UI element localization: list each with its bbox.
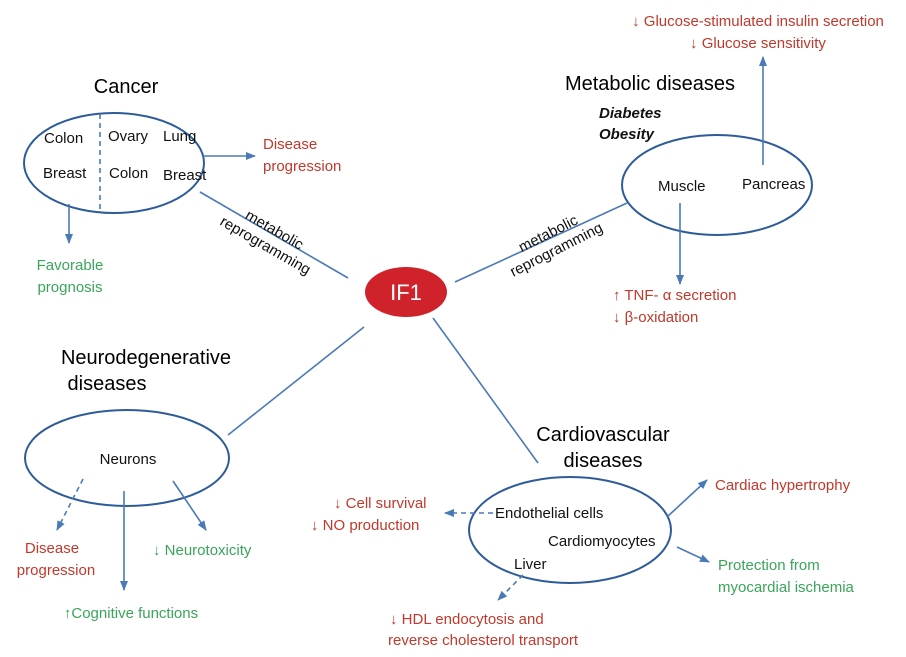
neuro-progression-line1: Disease [25,540,79,557]
cardio-tissue-cardiomyocytes: Cardiomyocytes [548,533,656,550]
pancreas-effect-2: ↓ Glucose sensitivity [690,35,826,52]
neuro-tissue-neurons: Neurons [100,451,157,468]
if1-node [365,267,447,317]
metabolic-subtype-diabetes: Diabetes [599,105,662,122]
cardiac-hypertrophy-arrow [666,479,708,518]
endothelial-effect-1: ↓ Cell survival [334,495,427,512]
metabolic-tissue-pancreas: Pancreas [742,176,805,193]
cardio-ellipse [468,476,672,584]
neuro-ellipse [24,409,230,507]
myocardial-protection-line1: Protection from [718,557,820,574]
cancer-ellipse [23,112,205,214]
cardio-title-line1: Cardiovascular [536,424,670,446]
neuro-progression-line2: progression [17,562,95,579]
cancer-tissue-breast-2: Breast [163,167,207,184]
left-connector-label: metabolic reprogramming [217,207,314,279]
neuro-connector-line [227,326,365,436]
cancer-connector-line [199,191,349,279]
metabolic-subtype-obesity: Obesity [599,126,655,143]
right-connector-label: metabolic reprogramming [507,211,605,280]
cancer-tissue-breast-1: Breast [43,165,87,182]
cardio-title-line2: diseases [564,450,643,472]
liver-effect-1: ↓ HDL endocytosis and [390,611,544,628]
cardio-tissue-endothelial: Endothelial cells [495,505,603,522]
neuro-cognitive: ↑Cognitive functions [64,605,198,622]
cardio-connector-line [432,317,539,464]
muscle-effect-1: ↑ TNF- α secretion [613,287,736,304]
myocardial-protection-arrow [676,546,710,563]
cardiac-hypertrophy: Cardiac hypertrophy [715,477,851,494]
cancer-tissue-ovary: Ovary [108,128,149,145]
liver-effect-arrow [497,574,524,601]
endothelial-effect-2: ↓ NO production [311,517,419,534]
neuro-progression-arrow [56,478,84,531]
neuro-toxicity: ↓ Neurotoxicity [153,542,252,559]
if1-label: IF1 [390,280,422,305]
muscle-effect-2: ↓ β-oxidation [613,309,698,326]
cancer-title: Cancer [94,76,159,98]
cancer-progression-line2: progression [263,158,341,175]
cardio-tissue-liver: Liver [514,556,547,573]
myocardial-protection-line2: myocardial ischemia [718,579,855,596]
metabolic-ellipse [621,134,813,236]
neuro-title-line2: diseases [68,373,147,395]
liver-effect-2: reverse cholesterol transport [388,632,579,649]
cancer-tissue-colon-1: Colon [44,130,83,147]
neuro-toxicity-arrow [172,480,207,531]
cancer-tissue-lung: Lung [163,128,196,145]
cancer-tissue-colon-2: Colon [109,165,148,182]
cancer-prognosis-line2: prognosis [37,279,102,296]
metabolic-tissue-muscle: Muscle [658,178,706,195]
neuro-title-line1: Neurodegenerative [61,347,231,369]
cancer-progression-line1: Disease [263,136,317,153]
pancreas-effect-1: ↓ Glucose-stimulated insulin secretion [632,13,884,30]
metabolic-title: Metabolic diseases [565,73,735,95]
cancer-prognosis-line1: Favorable [37,257,104,274]
metabolic-connector-line [454,202,628,283]
